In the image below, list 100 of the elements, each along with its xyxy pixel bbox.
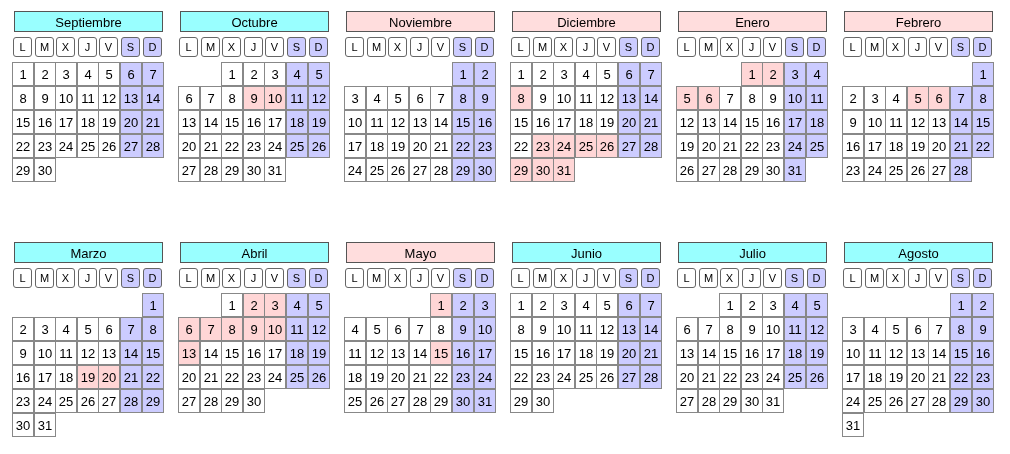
- weekday-header: V: [929, 268, 948, 288]
- date-cell: 10: [264, 317, 286, 341]
- date-cell: 7: [409, 317, 431, 341]
- date-cell: 25: [885, 158, 907, 182]
- date-cell: 15: [12, 110, 34, 134]
- date-cell: 6: [120, 62, 142, 86]
- date-cell: 10: [55, 86, 77, 110]
- date-cell: 8: [221, 317, 243, 341]
- date-cell: 28: [430, 158, 452, 182]
- date-cell: 15: [719, 341, 741, 365]
- date-cell: 3: [762, 293, 784, 317]
- date-cell: 14: [200, 110, 222, 134]
- date-cell: 26: [806, 365, 828, 389]
- date-cell: 15: [430, 341, 452, 365]
- date-cell: 28: [142, 134, 164, 158]
- date-cell: 13: [676, 341, 698, 365]
- date-cell: 2: [474, 62, 496, 86]
- date-cell: 14: [430, 110, 452, 134]
- date-cell: 3: [264, 293, 286, 317]
- date-cell: 6: [387, 317, 409, 341]
- date-cell: 4: [806, 62, 828, 86]
- weekday-header: X: [554, 37, 573, 57]
- date-cell: 24: [474, 365, 496, 389]
- date-cell: 13: [928, 110, 950, 134]
- date-cell: 17: [55, 110, 77, 134]
- date-cell: 19: [77, 365, 99, 389]
- date-cell: 9: [452, 317, 474, 341]
- date-cell: 27: [409, 158, 431, 182]
- date-cell: 10: [864, 110, 886, 134]
- weekday-header: X: [222, 37, 241, 57]
- date-cell: 14: [120, 341, 142, 365]
- date-cell: 25: [575, 134, 597, 158]
- date-cell: 27: [698, 158, 720, 182]
- date-cell: 9: [972, 317, 994, 341]
- weekday-header: V: [265, 37, 284, 57]
- month-header: Abril: [180, 242, 329, 263]
- date-cell: 16: [741, 341, 763, 365]
- date-cell: 23: [842, 158, 864, 182]
- weekday-header: M: [35, 37, 54, 57]
- date-cell: 5: [366, 317, 388, 341]
- date-cell: 22: [12, 134, 34, 158]
- date-cell: 21: [928, 365, 950, 389]
- date-cell: 29: [950, 389, 972, 413]
- date-cell: 8: [430, 317, 452, 341]
- date-cell: 11: [575, 86, 597, 110]
- date-cell: 25: [286, 134, 308, 158]
- date-cell: 21: [430, 134, 452, 158]
- month-header: Marzo: [14, 242, 163, 263]
- date-cell: 26: [596, 365, 618, 389]
- date-cell: 11: [286, 86, 308, 110]
- weekday-header: X: [720, 37, 739, 57]
- weekday-header: D: [143, 37, 162, 57]
- month-header: Febrero: [844, 11, 993, 32]
- date-cell: 5: [308, 62, 330, 86]
- weekday-header: V: [99, 268, 118, 288]
- date-cell: 22: [510, 134, 532, 158]
- date-cell: 12: [77, 341, 99, 365]
- date-cell: 1: [950, 293, 972, 317]
- date-cell: 26: [308, 134, 330, 158]
- weekday-header: V: [929, 37, 948, 57]
- weekday-header: D: [475, 268, 494, 288]
- date-cell: 11: [885, 110, 907, 134]
- date-cell: 16: [34, 110, 56, 134]
- date-cell: 18: [575, 341, 597, 365]
- date-cell: 14: [928, 341, 950, 365]
- date-cell: 1: [430, 293, 452, 317]
- weekday-header: M: [201, 268, 220, 288]
- date-cell: 20: [409, 134, 431, 158]
- date-cell: 8: [972, 86, 994, 110]
- weekday-header: D: [475, 37, 494, 57]
- date-cell: 28: [409, 389, 431, 413]
- date-cell: 12: [98, 86, 120, 110]
- date-cell: 7: [430, 86, 452, 110]
- date-cell: 29: [430, 389, 452, 413]
- date-cell: 17: [344, 134, 366, 158]
- date-cell: 23: [12, 389, 34, 413]
- date-cell: 18: [286, 341, 308, 365]
- date-cell: 9: [243, 317, 265, 341]
- date-cell: 12: [308, 317, 330, 341]
- date-cell: 3: [553, 62, 575, 86]
- date-cell: 24: [842, 389, 864, 413]
- date-cell: 30: [532, 389, 554, 413]
- date-cell: 19: [907, 134, 929, 158]
- date-cell: 7: [950, 86, 972, 110]
- weekday-header: L: [677, 268, 696, 288]
- weekday-header: M: [367, 37, 386, 57]
- date-cell: 11: [864, 341, 886, 365]
- date-cell: 23: [741, 365, 763, 389]
- date-cell: 16: [243, 341, 265, 365]
- date-cell: 16: [972, 341, 994, 365]
- date-cell: 11: [366, 110, 388, 134]
- date-cell: 20: [928, 134, 950, 158]
- date-cell: 1: [12, 62, 34, 86]
- date-cell: 16: [452, 341, 474, 365]
- date-cell: 24: [264, 365, 286, 389]
- date-cell: 17: [553, 341, 575, 365]
- date-cell: 27: [178, 389, 200, 413]
- date-cell: 9: [243, 86, 265, 110]
- date-cell: 16: [12, 365, 34, 389]
- date-cell: 25: [55, 389, 77, 413]
